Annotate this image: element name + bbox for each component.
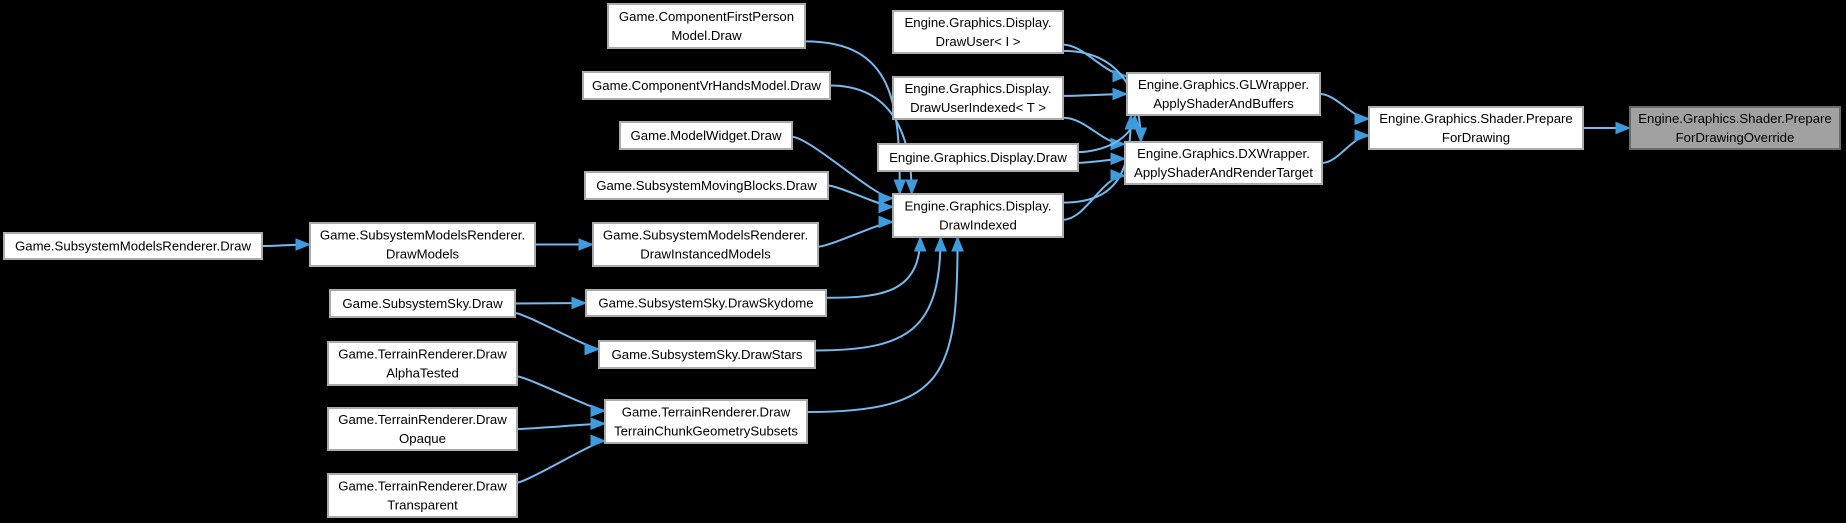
node-box[interactable] [3,232,263,260]
node-label: Game.TerrainRenderer.Draw [338,479,507,494]
node-engine-graphics-shader-preparefordrawingoverride[interactable]: Engine.Graphics.Shader.PrepareForDrawing… [1629,106,1841,150]
node-game-subsystemmodelsrenderer-drawinstancedmodels[interactable]: Game.SubsystemModelsRenderer. DrawInstanc… [592,222,819,267]
node-game-subsystemsky-draw[interactable]: Game.SubsystemSky.Draw [329,289,516,318]
node-game-terrainrenderer-drawterrainchunkgeometrysubsets[interactable]: Game.TerrainRenderer.DrawTerrainChunkGeo… [604,399,808,444]
node-game-subsystemmovingblocks-draw[interactable]: Game.SubsystemMovingBlocks.Draw [584,171,829,200]
node-box[interactable] [598,340,816,369]
node-box[interactable] [1126,72,1321,116]
node-box[interactable] [1368,106,1584,150]
node-label: AlphaTested [386,366,459,381]
node-label: Game.SubsystemModelsRenderer. [603,228,808,243]
node-label: Game.TerrainRenderer.Draw [338,347,507,362]
node-label: DrawInstancedModels [640,247,771,262]
node-label: Transparent [387,498,458,513]
node-game-subsystemmodelsrenderer-draw[interactable]: Game.SubsystemModelsRenderer.Draw [3,232,263,260]
edge-engine-graphics-glwrapper-applyshaderandbuffers--to--engine-graphics-shader-preparefordrawing [1319,93,1371,126]
node-label: Game.SubsystemSky.DrawSkydome [598,296,813,311]
node-label: DrawIndexed [939,218,1017,233]
node-label: Game.TerrainRenderer.Draw [622,405,791,420]
node-box[interactable] [585,289,827,317]
node-box[interactable] [329,289,516,318]
edge-engine-graphics-display-draw--to--engine-graphics-dxwrapper-applyshaderandrendertarget [1077,152,1127,166]
node-label: Game.SubsystemSky.Draw [342,296,503,311]
node-label: DrawUserIndexed< T > [910,100,1046,115]
node-box[interactable] [1124,141,1323,185]
edge-engine-graphics-display-drawindexed--to--engine-graphics-dxwrapper-applyshaderandrendertarget [1062,169,1127,221]
node-label: ApplyShaderAndBuffers [1153,96,1294,111]
edge-game-modelwidget-draw--to--engine-graphics-display-drawindexed [791,135,895,205]
node-label: Engine.Graphics.Display. [904,81,1051,96]
edge-game-subsystemmodelsrenderer-draw--to--game-subsystemmodelsrenderer-drawmodels [261,238,312,251]
node-box[interactable] [892,10,1064,54]
node-game-subsystemsky-drawskydome[interactable]: Game.SubsystemSky.DrawSkydome [585,289,827,317]
node-box[interactable] [582,71,831,100]
node-engine-graphics-dxwrapper-applyshaderandrendertarget[interactable]: Engine.Graphics.DXWrapper. ApplyShaderAnd… [1124,141,1323,185]
node-label: Game.TerrainRenderer.Draw [338,412,507,427]
node-label: Game.SubsystemMovingBlocks.Draw [596,178,817,193]
node-label: Game.ModelWidget.Draw [631,128,782,143]
node-engine-graphics-glwrapper-applyshaderandbuffers[interactable]: Engine.Graphics.GLWrapper. ApplyShaderAnd… [1126,72,1321,116]
node-label: Engine.Graphics.Display. [904,199,1051,214]
edge-game-subsystemmodelsrenderer-drawinstancedmodels--to--engine-graphics-display-drawindexed [817,215,895,248]
node-label: ForDrawing [1442,130,1510,145]
node-label: ForDrawingOverride [1676,130,1795,145]
edge-game-subsystemsky-drawstars--to--engine-graphics-display-drawindexed [814,235,947,352]
node-label: Engine.Graphics.Shader.Prepare [1379,111,1573,126]
node-game-subsystemsky-drawstars[interactable]: Game.SubsystemSky.DrawStars [598,340,816,369]
node-box[interactable] [584,171,829,200]
node-game-subsystemmodelsrenderer-drawmodels[interactable]: Game.SubsystemModelsRenderer. DrawModels [309,222,536,267]
node-label: Game.SubsystemModelsRenderer.Draw [15,239,251,254]
node-box[interactable] [309,222,536,267]
node-box[interactable] [619,121,793,150]
edge-game-subsystemsky-draw--to--game-subsystemsky-drawstars [514,311,601,356]
node-game-componentvrhandsmodel-draw[interactable]: Game.ComponentVrHandsModel.Draw [582,71,831,100]
edge-game-subsystemsky-draw--to--game-subsystemsky-drawskydome [514,296,588,310]
node-box[interactable] [1629,106,1841,150]
edge-game-terrainrenderer-drawterrainchunkgeometrysubsets--to--engine-graphics-display-drawindexed [806,235,964,414]
edge-game-subsystemsky-drawskydome--to--engine-graphics-display-drawindexed [825,235,927,299]
node-label: Engine.Graphics.Shader.Prepare [1638,111,1832,126]
node-label: DrawModels [386,247,460,262]
node-engine-graphics-display-draw[interactable]: Engine.Graphics.Display.Draw [877,143,1079,172]
node-label: Game.SubsystemSky.DrawStars [611,347,802,362]
node-box[interactable] [607,3,806,49]
node-label: ApplyShaderAndRenderTarget [1134,165,1313,180]
edge-game-terrainrenderer-drawalphatested--to--game-terrainrenderer-drawterrainchunkgeometrysubsets [516,375,607,418]
node-box[interactable] [892,193,1064,238]
node-label: Model.Draw [671,28,742,43]
node-engine-graphics-display-drawindexed[interactable]: Engine.Graphics.Display. DrawIndexed [892,193,1064,238]
node-engine-graphics-display-drawuserindexed[interactable]: Engine.Graphics.Display. DrawUserIndexed<… [892,76,1064,120]
node-box[interactable] [604,399,808,444]
edge-game-terrainrenderer-drawopaque--to--game-terrainrenderer-drawterrainchunkgeometrysubsets [516,417,607,431]
edge-engine-graphics-display-drawuserindexed--to--engine-graphics-dxwrapper-applyshaderandrendertarget [1062,116,1127,151]
node-box[interactable] [327,341,518,386]
node-game-modelwidget-draw[interactable]: Game.ModelWidget.Draw [619,121,793,150]
node-label: Engine.Graphics.Display. [904,15,1051,30]
node-box[interactable] [877,143,1079,172]
node-box[interactable] [327,473,518,518]
node-box[interactable] [892,76,1064,120]
node-label: Engine.Graphics.DXWrapper. [1137,146,1310,161]
edge-game-subsystemmovingblocks-draw--to--engine-graphics-display-drawindexed [827,184,895,214]
edge-engine-graphics-display-drawuserindexed--to--engine-graphics-glwrapper-applyshaderandbuffers [1062,87,1129,101]
node-label: Game.ComponentVrHandsModel.Draw [592,78,821,93]
node-box[interactable] [592,222,819,267]
node-label: Opaque [399,431,446,446]
node-label: Game.SubsystemModelsRenderer. [320,228,525,243]
node-engine-graphics-display-drawuser[interactable]: Engine.Graphics.Display. DrawUser< I > [892,10,1064,54]
node-label: Engine.Graphics.GLWrapper. [1138,77,1309,92]
node-label: Engine.Graphics.Display.Draw [889,150,1067,165]
edge-engine-graphics-dxwrapper-applyshaderandrendertarget--to--engine-graphics-shader-preparefordrawing [1321,129,1371,164]
node-label: TerrainChunkGeometrySubsets [614,424,798,439]
edge-game-terrainrenderer-drawtransparent--to--game-terrainrenderer-drawterrainchunkgeometrysubsets [516,434,607,484]
node-label: Game.ComponentFirstPerson [619,9,794,24]
node-box[interactable] [327,407,518,451]
node-label: DrawUser< I > [935,34,1020,49]
